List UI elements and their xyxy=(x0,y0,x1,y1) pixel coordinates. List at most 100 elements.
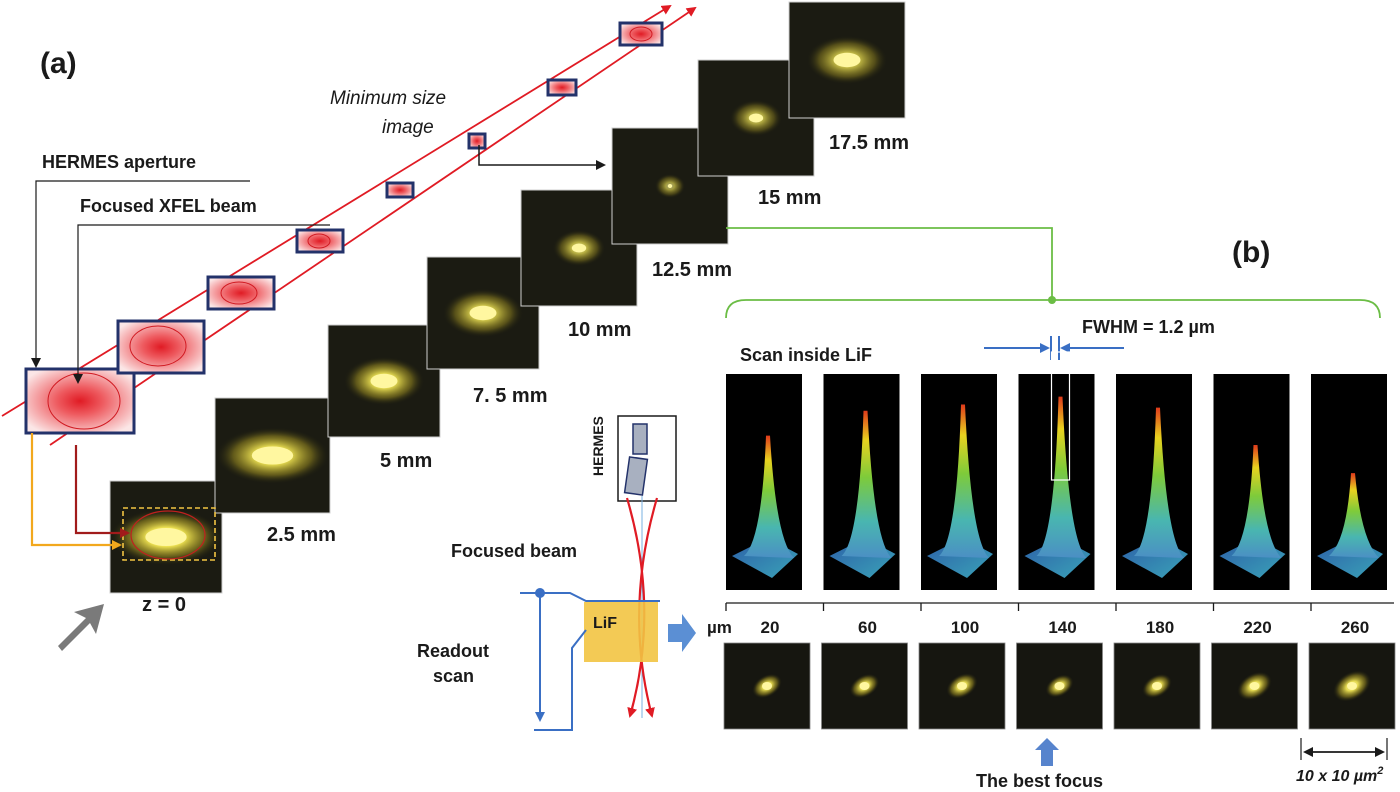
focused-beam-leader xyxy=(73,224,330,384)
distance-label: z = 0 xyxy=(142,594,186,616)
aperture-frame xyxy=(618,21,664,47)
best-focus-arrow xyxy=(1035,738,1059,766)
peak-panel xyxy=(823,374,900,590)
peak-panel xyxy=(726,374,802,590)
best-focus-label: The best focus xyxy=(976,771,1103,791)
panel-b-label: (b) xyxy=(1232,236,1270,269)
aperture-frame xyxy=(206,275,276,311)
peak-panel xyxy=(1116,374,1192,590)
peak-panel-row xyxy=(726,351,1387,590)
focus-image: 2.5 mm xyxy=(214,397,336,546)
aperture-outline xyxy=(130,510,206,560)
aperture-frame xyxy=(24,367,136,435)
intensity-peak xyxy=(1329,473,1379,558)
hermes-label: HERMES xyxy=(590,416,606,476)
focused-beam-label: Focused beam xyxy=(451,541,577,561)
fwhm-highlight xyxy=(1050,351,1071,481)
axis-tick-label: 220 xyxy=(1243,618,1271,637)
intensity-peak xyxy=(841,410,892,558)
peak-panel xyxy=(921,374,997,590)
scale-exponent: 2 xyxy=(1376,765,1383,777)
aperture-frame xyxy=(295,228,345,254)
distance-label: 5 mm xyxy=(380,450,432,472)
readout-image xyxy=(723,642,811,730)
spot-core xyxy=(251,446,294,465)
axis-tick-label: 60 xyxy=(858,618,877,637)
intensity-peak xyxy=(1134,407,1184,558)
fwhm-label: FWHM = 1.2 µm xyxy=(1082,317,1215,337)
spot-core xyxy=(370,373,398,389)
minimum-size-label: Minimum size xyxy=(330,88,446,109)
intensity-peak xyxy=(744,435,794,558)
lif-to-panel-arrow xyxy=(668,614,696,652)
scale-label: 10 x 10 µm2 xyxy=(1296,765,1383,785)
aperture-frame xyxy=(467,132,487,150)
focus-image: 17.5 mm xyxy=(788,1,909,154)
intensity-peak xyxy=(1036,396,1087,558)
intensity-peak xyxy=(939,404,989,558)
lif-label: LiF xyxy=(593,615,617,632)
hermes-aperture-label: HERMES aperture xyxy=(42,152,196,172)
spot-core xyxy=(833,52,861,68)
spot-core xyxy=(469,305,497,321)
focus-image: 15 mm xyxy=(697,59,821,209)
focus-image-series: z = 0 2.5 mm 5 mm 7. 5 mm 10 mm 12.5 mm 15 mm 1… xyxy=(109,1,909,616)
fwhm-marker xyxy=(984,336,1124,360)
readout-spot-core xyxy=(957,682,967,690)
scale-bar: 10 x 10 µm2 xyxy=(1296,738,1388,785)
distance-label: 15 mm xyxy=(758,187,821,209)
readout-spot-core xyxy=(859,682,870,690)
readout-spot-core xyxy=(1152,682,1162,690)
spot-core xyxy=(667,184,673,188)
peak-panel xyxy=(1213,374,1290,590)
axis-tick-label: 100 xyxy=(951,618,979,637)
distance-label: 12.5 mm xyxy=(652,259,732,281)
axis-unit: µm xyxy=(707,618,732,637)
axis-tick-label: 180 xyxy=(1146,618,1174,637)
readout-image xyxy=(918,642,1006,730)
aperture-frame xyxy=(116,319,206,375)
readout-label-line1: Readout xyxy=(417,641,489,661)
distance-label: 7. 5 mm xyxy=(473,385,547,407)
readout-spot-core xyxy=(1347,682,1357,690)
focus-image: z = 0 xyxy=(109,480,223,616)
distance-label: 10 mm xyxy=(568,319,631,341)
lif-crystal xyxy=(584,602,658,662)
hermes-aperture-leader xyxy=(31,180,250,368)
readout-image-row xyxy=(723,642,1396,730)
focus-image: 5 mm xyxy=(327,324,441,472)
readout-spot-core xyxy=(1249,682,1260,690)
readout-scan-label: Readout xyxy=(417,641,489,661)
readout-image xyxy=(1211,642,1298,730)
intensity-peak xyxy=(1231,445,1282,558)
readout-image xyxy=(1016,642,1103,730)
axis-tick-label: 20 xyxy=(761,618,780,637)
hermes-schematic: HERMES xyxy=(590,415,677,718)
focused-xfel-beam-label: Focused XFEL beam xyxy=(80,196,257,216)
spot-core xyxy=(748,113,764,123)
readout-image xyxy=(821,642,908,730)
readout-scan-label-line2: scan xyxy=(433,666,474,686)
minimum-size-leader xyxy=(478,145,606,170)
minimum-size-label-line2: image xyxy=(382,117,434,138)
green-bracket xyxy=(725,227,1381,319)
axis-tick-label: 140 xyxy=(1048,618,1076,637)
readout-spot-core xyxy=(762,682,772,690)
focus-image: 7. 5 mm xyxy=(426,256,547,407)
dark-red-arrow xyxy=(74,445,130,538)
aperture-frames xyxy=(24,21,664,435)
readout-image xyxy=(1308,642,1396,730)
aperture-frame xyxy=(546,78,578,97)
peak-panel xyxy=(1311,374,1387,590)
readout-scan-bracket xyxy=(520,588,660,731)
scale-text: 10 x 10 µm xyxy=(1296,768,1377,785)
axis-ticks: 20 60 100 140 180 220 260 xyxy=(725,603,1369,637)
aperture-frame xyxy=(385,181,415,199)
position-axis: µm 20 60 100 140 180 220 260 xyxy=(707,602,1394,637)
scan-inside-lif-title: Scan inside LiF xyxy=(740,345,872,365)
orange-arrow xyxy=(30,433,122,550)
distance-label: 2.5 mm xyxy=(267,524,336,546)
readout-image xyxy=(1113,642,1201,730)
axis-tick-label: 260 xyxy=(1341,618,1369,637)
